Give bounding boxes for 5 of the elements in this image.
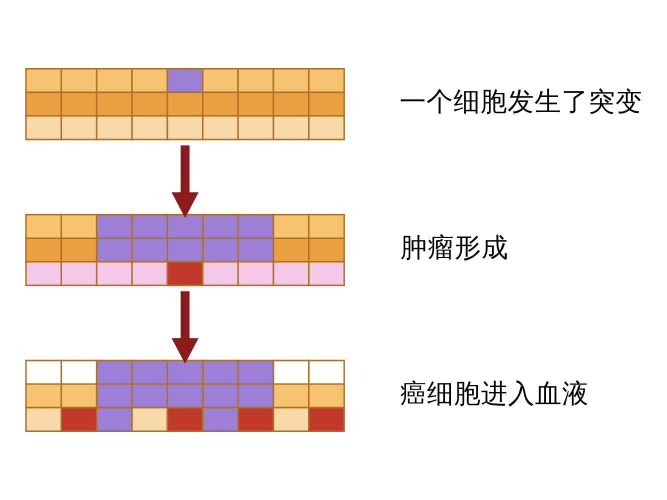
node-label: 一个细胞发生了突变 xyxy=(399,86,642,118)
arrow xyxy=(172,291,199,364)
node-label: 肿瘤形成 xyxy=(400,232,509,264)
node-label: 癌细胞进入血液 xyxy=(400,378,589,410)
arrow xyxy=(172,145,199,218)
